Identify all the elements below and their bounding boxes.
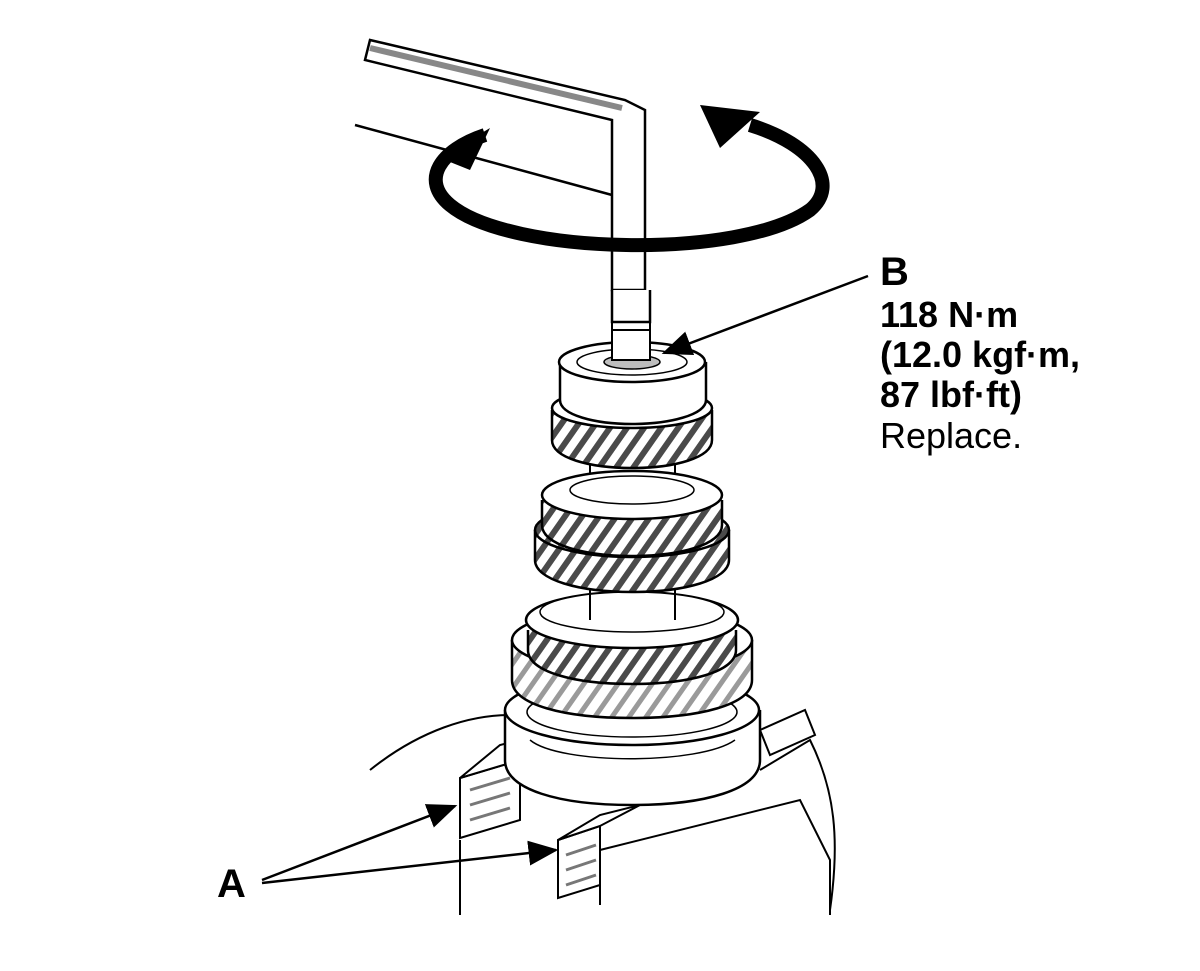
leader-arrow-a-lower — [261, 840, 559, 885]
locknut-b — [611, 321, 651, 361]
replace-note: Replace. — [880, 414, 1023, 456]
lower-gear — [510, 590, 754, 720]
leader-arrow-icon — [661, 274, 869, 355]
torque-nm: 118 N·m — [880, 293, 1019, 335]
support-block-lower — [557, 804, 641, 900]
torque-lbf: 87 lbf·ft) — [880, 374, 1022, 416]
middle-gear — [533, 469, 731, 594]
torque-kgf: (12.0 kgf·m, — [880, 334, 1081, 376]
support-rail-right — [758, 708, 817, 757]
rotation-arrow-icon — [428, 105, 830, 252]
torque-wrench — [354, 38, 652, 324]
callout-a: A — [217, 862, 246, 907]
leader-arrow-a-upper — [261, 804, 458, 882]
callout-b: B 118 N·m (12.0 kgf·m, 87 lbf·ft) Replac… — [880, 250, 1080, 456]
callout-b-key: B — [880, 250, 909, 294]
callout-a-key: A — [217, 862, 246, 906]
